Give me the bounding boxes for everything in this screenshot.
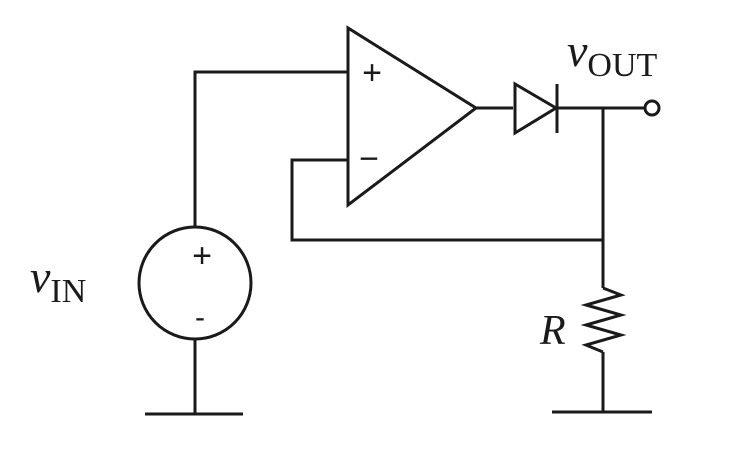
diode-anode-triangle: [513, 81, 559, 136]
opamp-triangle: [346, 25, 479, 209]
output-voltage-label: vOUT: [567, 25, 658, 84]
source-plus-label: +: [192, 237, 212, 275]
resistor-zigzag: [580, 286, 627, 354]
wire-feedback-loop: [290, 108, 605, 242]
diode: [513, 81, 559, 136]
resistor-label: R: [539, 308, 566, 354]
output-terminal: [643, 99, 661, 117]
input-voltage-label: vIN: [30, 251, 86, 310]
input-voltage-subscript: IN: [50, 273, 86, 310]
output-voltage-subscript: OUT: [587, 47, 657, 84]
source-minus-label: -: [195, 301, 205, 334]
opamp-inverting-label: −: [359, 140, 379, 178]
output-voltage-var: v: [567, 25, 588, 76]
input-voltage-var: v: [30, 251, 51, 302]
wire-vin-to-noninverting-input: [193, 70, 348, 228]
opamp-noninverting-label: +: [362, 54, 382, 92]
